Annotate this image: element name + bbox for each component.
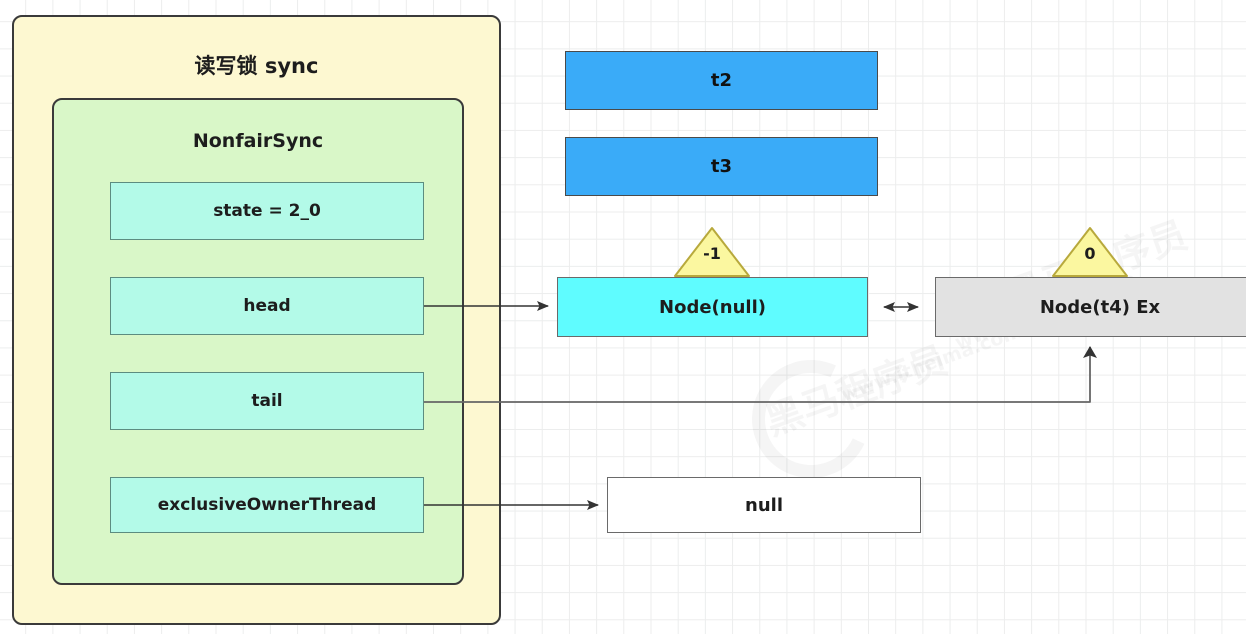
wait-status-value: -1 [703,244,721,263]
node-null-box: Node(null) [557,277,868,337]
field-tail: tail [110,372,424,430]
connector-tail-to-node [424,346,1097,403]
owner-null-box: null [607,477,921,533]
wait-status-value: 0 [1084,244,1096,263]
sync-container-title: 读写锁 sync [194,54,319,78]
field-head: head [110,277,424,335]
node-t4-box: Node(t4) Ex [935,277,1246,337]
thread-box-t3: t3 [565,137,878,196]
field-state: state = 2_0 [110,182,424,240]
wait-status-triangle-icon: 0 [1051,226,1129,278]
wait-status-triangle-icon: -1 [673,226,751,278]
nonfairsync-title: NonfairSync [192,130,324,152]
field-exclusive-owner-thread: exclusiveOwnerThread [110,477,424,533]
thread-box-t2: t2 [565,51,878,110]
